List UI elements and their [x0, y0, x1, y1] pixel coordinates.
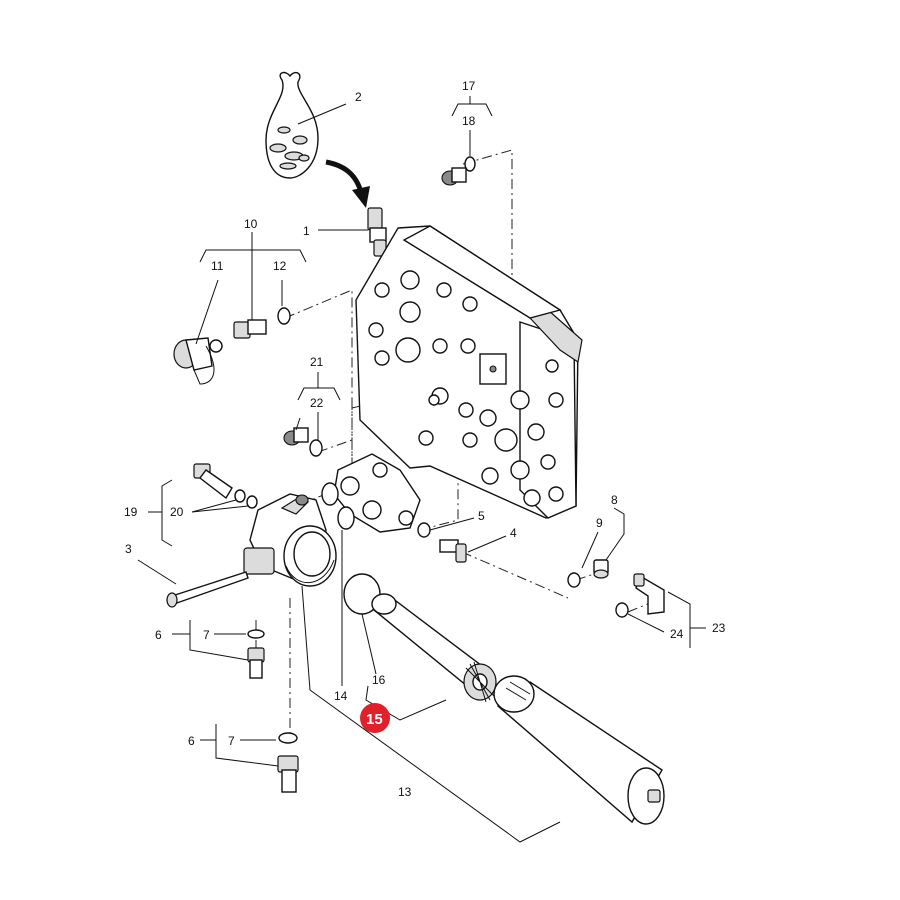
callout-6b: 6	[188, 734, 195, 748]
callout-8: 8	[611, 493, 618, 507]
callout-23: 23	[712, 621, 726, 635]
callout-15: 15	[366, 711, 383, 728]
filter-element-15	[365, 593, 497, 721]
fitting-6-upper	[247, 647, 265, 679]
highlight-circle	[360, 703, 390, 733]
valve-block-housing	[355, 225, 583, 519]
callout-19: 19	[124, 505, 138, 519]
plug-17	[441, 167, 467, 186]
callout-6a: 6	[155, 628, 162, 642]
callout-7b: 7	[228, 734, 235, 748]
o-ring-7-upper	[247, 629, 265, 639]
kit-arrow	[325, 159, 370, 208]
callout-18: 18	[462, 114, 476, 128]
filter-adapter-bracket	[333, 453, 421, 533]
bracket-10-11-12	[195, 232, 307, 345]
bracket-8-9	[581, 507, 625, 569]
callout-1: 1	[303, 224, 310, 238]
callout-11: 11	[211, 259, 224, 273]
o-ring-24	[615, 602, 665, 633]
callout-4: 4	[510, 526, 517, 540]
callout-21: 21	[310, 355, 324, 369]
callout-12: 12	[273, 259, 287, 273]
o-ring-5	[417, 517, 475, 538]
callout-labels: 1 2 3 4 5 6 6 7 7 8 9 10 11 12 13 14 16 …	[124, 79, 726, 799]
seal-kit-bag	[265, 71, 347, 179]
o-rings-20	[191, 489, 258, 513]
callout-17: 17	[462, 79, 476, 93]
callout-7a: 7	[203, 628, 210, 642]
filter-head-housing	[243, 493, 337, 587]
plug-21	[283, 427, 309, 446]
bracket-17-18	[451, 96, 493, 156]
protective-cap	[173, 337, 223, 385]
pressure-sensor	[318, 207, 387, 257]
callout-16: 16	[372, 673, 386, 687]
o-ring-18	[464, 156, 476, 172]
o-ring-7-lower	[278, 732, 298, 744]
bracket-6-7-upper	[172, 620, 249, 661]
o-ring-9	[567, 572, 581, 588]
threaded-fitting-10	[233, 319, 267, 339]
filter-seal-ring-16	[343, 573, 381, 675]
callout-15-badge: 15	[360, 703, 390, 733]
callout-14: 14	[334, 689, 348, 703]
bracket-23	[667, 591, 706, 648]
callout-13: 13	[398, 785, 412, 799]
elbow-fitting-23	[633, 573, 665, 615]
o-ring-12	[277, 307, 291, 325]
filter-bowl-13	[301, 585, 665, 843]
bracket-6-7-lower	[200, 724, 279, 767]
temperature-sensor	[193, 463, 233, 500]
o-rings-14	[321, 482, 355, 686]
o-ring-22	[309, 439, 323, 457]
callout-2: 2	[355, 90, 362, 104]
plug-8	[593, 559, 609, 579]
callout-9: 9	[596, 516, 603, 530]
callout-10: 10	[244, 217, 258, 231]
callout-22: 22	[310, 396, 324, 410]
fitting-6-lower	[277, 755, 299, 793]
mounting-bolt	[137, 559, 249, 608]
callout-20: 20	[170, 505, 184, 519]
bracket-19	[148, 479, 173, 547]
callout-3: 3	[125, 542, 132, 556]
bracket-21-22	[295, 372, 341, 440]
callout-5: 5	[478, 509, 485, 523]
callout-24: 24	[670, 627, 684, 641]
fitting-4	[439, 535, 507, 563]
